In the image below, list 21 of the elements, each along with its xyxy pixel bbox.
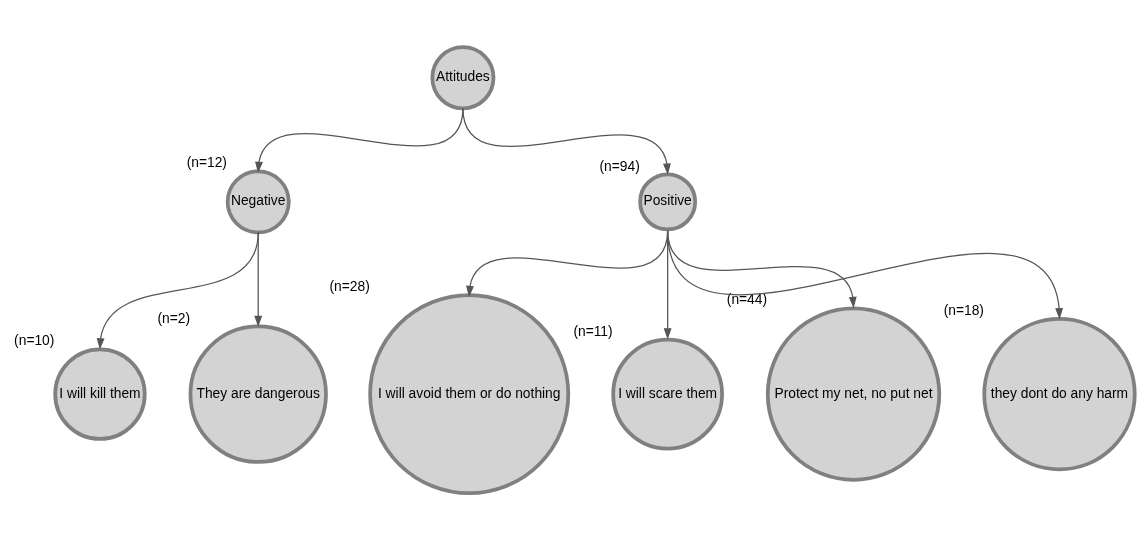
- node-label: (n=12): [186, 154, 227, 171]
- arrow: [96, 231, 259, 350]
- arrow: [462, 107, 671, 175]
- node-circle: I will kill them: [53, 347, 147, 441]
- node-circle: I will avoid them or do nothing: [368, 293, 571, 496]
- node-circle: Negative: [225, 169, 291, 235]
- node-circle: I will scare them: [611, 337, 724, 451]
- node-label: (n=18): [943, 302, 984, 319]
- node-label: (n=10): [14, 332, 55, 349]
- node-circle: Positive: [638, 172, 698, 232]
- node-circle: Protect my net, no put net: [765, 306, 942, 482]
- node-label: (n=28): [329, 278, 370, 295]
- arrow: [254, 231, 263, 327]
- node-label: (n=44): [726, 291, 768, 308]
- node-circle: they dont do any harm: [982, 317, 1137, 472]
- node-label: (n=11): [573, 322, 613, 339]
- node-circle: They are dangerous: [188, 324, 328, 464]
- node-label: (n=94): [599, 157, 640, 174]
- node-label: (n=2): [157, 309, 191, 326]
- node-circle: Attitudes: [430, 45, 496, 111]
- arrow: [667, 230, 1064, 320]
